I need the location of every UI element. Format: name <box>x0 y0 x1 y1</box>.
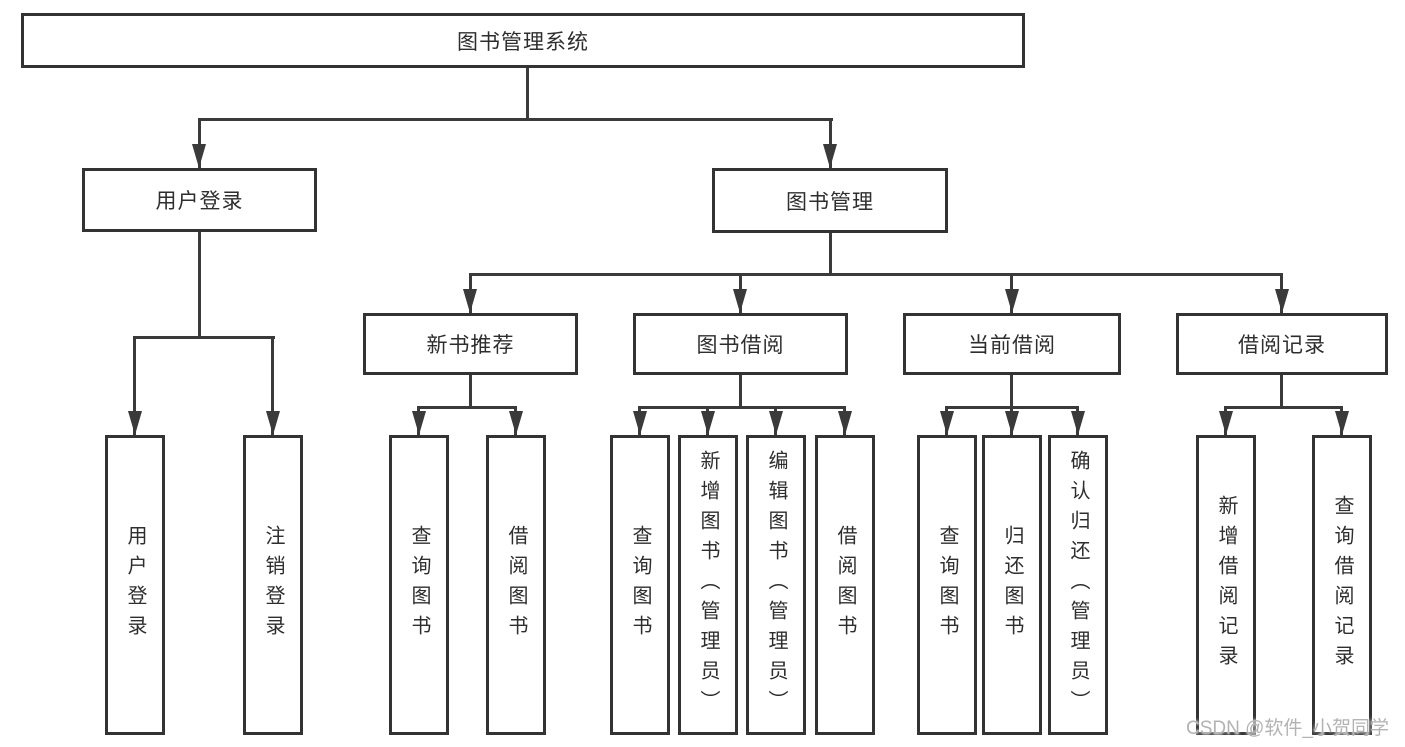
node-query-books-recommend-label: 查询图书 <box>408 525 430 645</box>
node-edit-book-admin-label: 编辑图书（管理员） <box>765 450 787 720</box>
node-borrowing-records-label: 借阅记录 <box>1238 334 1326 357</box>
node-add-book-admin-label: 新增图书（管理员） <box>697 450 719 720</box>
node-return-books-label: 归还图书 <box>1001 525 1023 645</box>
connector-line <box>134 336 275 339</box>
node-new-book-recommendation-label: 新书推荐 <box>426 334 515 357</box>
arrow-down-icon <box>463 289 477 313</box>
arrow-down-icon <box>1071 411 1085 435</box>
node-current-borrowing: 当前借阅 <box>903 313 1121 375</box>
arrow-down-icon <box>733 289 747 313</box>
node-current-borrowing-label: 当前借阅 <box>968 334 1056 357</box>
connector-line <box>1280 375 1283 406</box>
connector-line <box>198 118 201 168</box>
connector-line <box>829 233 832 273</box>
node-return-books: 归还图书 <box>982 435 1042 735</box>
node-query-books-recommend: 查询图书 <box>389 435 449 735</box>
arrow-down-icon <box>769 411 783 435</box>
arrow-down-icon <box>633 411 647 435</box>
arrow-down-icon <box>192 144 206 168</box>
connector-line <box>133 336 136 435</box>
node-book-management-label: 图书管理 <box>786 190 874 214</box>
node-query-books-borrowing: 查询图书 <box>610 435 670 735</box>
node-query-borrow-record-label: 查询借阅记录 <box>1331 495 1353 675</box>
connector-line <box>1225 406 1343 409</box>
arrow-down-icon <box>509 411 523 435</box>
arrow-down-icon <box>1275 289 1289 313</box>
node-logout: 注销登录 <box>243 435 303 735</box>
arrow-down-icon <box>412 411 426 435</box>
connector-line <box>271 336 274 435</box>
node-new-book-recommendation: 新书推荐 <box>363 313 578 375</box>
node-borrow-books-borrowing: 借阅图书 <box>815 435 875 735</box>
node-book-management: 图书管理 <box>712 168 948 233</box>
connector-line <box>198 118 833 121</box>
node-borrow-books-borrowing-label: 借阅图书 <box>834 525 856 645</box>
node-confirm-return-admin-label: 确认归还（管理员） <box>1067 450 1089 720</box>
node-borrowing-records: 借阅记录 <box>1176 313 1388 375</box>
arrow-down-icon <box>940 411 954 435</box>
node-query-borrow-record: 查询借阅记录 <box>1312 435 1372 735</box>
node-logout-label: 注销登录 <box>262 525 284 645</box>
connector-line <box>739 375 742 406</box>
arrow-down-icon <box>1335 411 1349 435</box>
connector-line <box>469 375 472 406</box>
arrow-down-icon <box>701 411 715 435</box>
node-borrow-books-recommend: 借阅图书 <box>486 435 546 735</box>
node-edit-book-admin: 编辑图书（管理员） <box>746 435 806 735</box>
node-user-login-leaf-label: 用户登录 <box>124 525 146 645</box>
arrow-down-icon <box>838 411 852 435</box>
arrow-down-icon <box>1219 411 1233 435</box>
node-book-borrowing-label: 图书借阅 <box>696 334 785 357</box>
arrow-down-icon <box>1005 411 1019 435</box>
connector-line <box>526 68 529 118</box>
node-user-login: 用户登录 <box>82 168 317 232</box>
node-query-books-current-label: 查询图书 <box>936 525 958 645</box>
connector-line <box>469 273 1283 276</box>
arrow-down-icon <box>266 411 280 435</box>
connector-line <box>198 232 201 336</box>
connector-line <box>829 118 832 168</box>
connector-line <box>639 406 846 409</box>
arrow-down-icon <box>823 144 837 168</box>
node-add-borrow-record: 新增借阅记录 <box>1196 435 1256 735</box>
connector-line <box>1010 375 1013 406</box>
connector-line <box>418 406 517 409</box>
node-library-management-system-label: 图书管理系统 <box>457 30 589 54</box>
node-book-borrowing: 图书借阅 <box>633 313 848 375</box>
node-query-books-borrowing-label: 查询图书 <box>629 525 651 645</box>
node-add-book-admin: 新增图书（管理员） <box>678 435 738 735</box>
node-query-books-current: 查询图书 <box>917 435 977 735</box>
node-add-borrow-record-label: 新增借阅记录 <box>1215 495 1237 675</box>
node-confirm-return-admin: 确认归还（管理员） <box>1048 435 1108 735</box>
node-user-login-label: 用户登录 <box>155 190 244 213</box>
node-borrow-books-recommend-label: 借阅图书 <box>505 525 527 645</box>
watermark: CSDN @软件_小贺同学 <box>1186 718 1389 739</box>
arrow-down-icon <box>128 411 142 435</box>
arrow-down-icon <box>1005 289 1019 313</box>
node-user-login-leaf: 用户登录 <box>105 435 165 735</box>
node-library-management-system: 图书管理系统 <box>21 13 1025 68</box>
